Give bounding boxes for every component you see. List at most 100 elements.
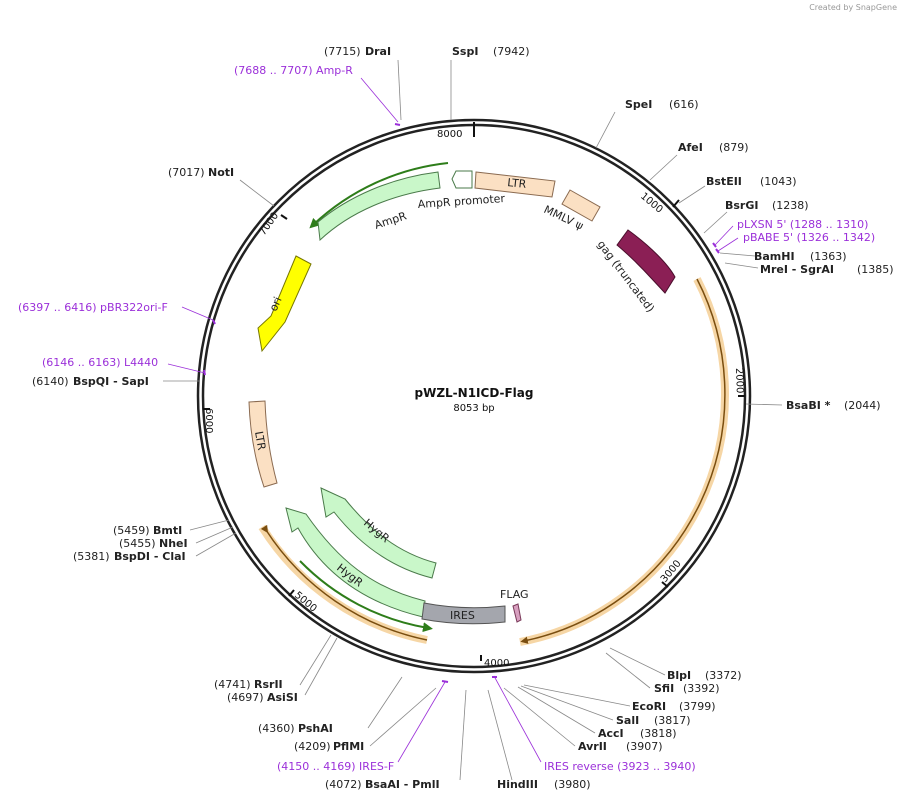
orf-arc-n1icd <box>519 277 729 646</box>
site-name: BamHI <box>754 250 795 263</box>
site-pos: (6140) <box>32 375 69 388</box>
site-name: EcoRI <box>632 700 666 713</box>
site-name: BsaBI * <box>786 399 831 412</box>
label-ampr-promoter: AmpR promoter <box>417 192 506 211</box>
orf-line-hygr-green <box>299 560 433 633</box>
site-name: MreI - SgrAI <box>760 263 834 276</box>
tick-label-1000: 1000 <box>638 191 665 216</box>
feature-gag-arrow <box>616 229 676 294</box>
site-pos: (5459) <box>113 524 150 537</box>
tick-label-4000: 4000 <box>484 658 509 669</box>
site-pos: (2044) <box>844 399 881 412</box>
primer-label: (6397 .. 6416) pBR322ori-F <box>18 301 168 314</box>
tick-label-5000: 5000 <box>292 590 319 615</box>
site-pos: (4072) <box>325 778 362 791</box>
site-name: SspI <box>452 45 478 58</box>
site-name: AccI <box>598 727 624 740</box>
site-name: SpeI <box>625 98 652 111</box>
site-pos: (4741) <box>214 678 251 691</box>
primer-label: pLXSN 5' (1288 .. 1310) <box>737 218 868 231</box>
site-pos: (3392) <box>683 682 720 695</box>
primer-label: (6146 .. 6163) L4440 <box>42 356 158 369</box>
plasmid-name: pWZL-N1ICD-Flag <box>415 386 534 400</box>
enzyme-leaders <box>163 59 783 781</box>
site-name: PflMI <box>333 740 364 753</box>
site-pos: (5381) <box>73 550 110 563</box>
site-pos: (7715) <box>324 45 361 58</box>
feature-ires <box>421 602 506 625</box>
site-name: RsrII <box>254 678 283 691</box>
site-name: BstEII <box>706 175 742 188</box>
orf-line-ampr-green <box>309 162 449 229</box>
primer-label: (4150 .. 4169) IRES-F <box>277 760 394 773</box>
tick-marks <box>203 122 745 661</box>
site-name: SfiI <box>654 682 674 695</box>
label-ampr: AmpR <box>373 209 409 232</box>
site-pos: (5455) <box>119 537 156 550</box>
site-pos: (7942) <box>493 45 530 58</box>
site-name: AfeI <box>678 141 703 154</box>
site-pos: (4697) <box>227 691 264 704</box>
site-pos: (1385) <box>857 263 894 276</box>
site-name: PshAI <box>298 722 333 735</box>
site-pos: (3372) <box>705 669 742 682</box>
site-name: BsrGI <box>725 199 758 212</box>
orf-line-hygr <box>260 524 428 641</box>
site-pos: (4209) <box>294 740 331 753</box>
site-name: NotI <box>208 166 234 179</box>
tick-label-7000: 7000 <box>257 211 281 238</box>
feature-ltr-left <box>248 400 278 488</box>
enzyme-labels: (7715) DraI SspI (7942) SpeI (616) AfeI … <box>32 45 894 791</box>
label-ltr-top: LTR <box>507 176 528 191</box>
site-name: NheI <box>159 537 188 550</box>
primer-leaders <box>167 77 739 763</box>
site-pos: (3980) <box>554 778 591 791</box>
site-pos: (3818) <box>640 727 677 740</box>
feature-ltr-top <box>474 171 556 198</box>
site-name: BmtI <box>153 524 182 537</box>
site-name: BlpI <box>667 669 691 682</box>
feature-ampr-promoter <box>451 170 473 189</box>
label-flag: FLAG <box>500 588 529 601</box>
site-pos: (3799) <box>679 700 716 713</box>
feature-ori-arrow <box>257 255 312 353</box>
label-ori: ori <box>267 295 285 313</box>
feature-hygr-inner <box>320 487 437 579</box>
site-name: BspQI - SapI <box>73 375 149 388</box>
site-pos: (1363) <box>810 250 847 263</box>
primer-label: (7688 .. 7707) Amp-R <box>234 64 353 77</box>
primer-marks <box>203 123 720 683</box>
site-name: BsaAI - PmlI <box>365 778 440 791</box>
site-pos: (879) <box>719 141 749 154</box>
tick-label-2000: 2000 <box>733 368 745 394</box>
backbone-outer <box>196 118 752 674</box>
site-pos: (616) <box>669 98 699 111</box>
primer-label: IRES reverse (3923 .. 3940) <box>544 760 696 773</box>
site-pos: (1043) <box>760 175 797 188</box>
plasmid-size: 8053 bp <box>453 403 494 414</box>
primer-labels: (7688 .. 7707) Amp-R pLXSN 5' (1288 .. 1… <box>18 64 875 773</box>
label-ires: IRES <box>450 609 475 622</box>
site-name: HindIII <box>497 778 538 791</box>
site-name: DraI <box>365 45 391 58</box>
orf-line-n1icd <box>520 278 726 644</box>
site-pos: (7017) <box>168 166 205 179</box>
feature-ampr-arrow <box>317 171 441 242</box>
feature-flag <box>512 603 522 623</box>
credit-text: Created by SnapGene <box>809 3 897 12</box>
primer-label: pBABE 5' (1326 .. 1342) <box>743 231 875 244</box>
site-pos: (4360) <box>258 722 295 735</box>
label-ltr-left: LTR <box>252 430 268 451</box>
site-pos: (1238) <box>772 199 809 212</box>
site-name: AvrII <box>578 740 607 753</box>
site-name: AsiSI <box>267 691 298 704</box>
feature-mmlv-psi <box>561 189 601 222</box>
site-name: BspDI - ClaI <box>114 550 186 563</box>
site-pos: (3817) <box>654 714 691 727</box>
site-pos: (3907) <box>626 740 663 753</box>
tick-label-6000: 6000 <box>203 408 214 433</box>
tick-label-8000: 8000 <box>437 129 462 140</box>
site-name: SalI <box>616 714 639 727</box>
